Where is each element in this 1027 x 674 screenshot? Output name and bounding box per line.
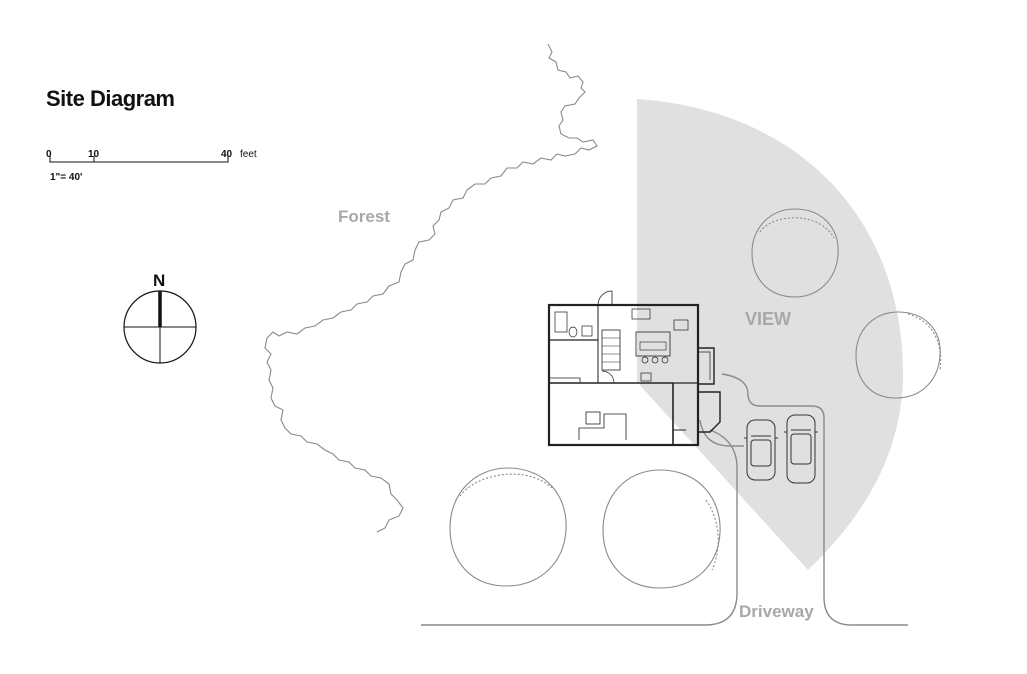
driveway-label: Driveway	[739, 602, 814, 621]
driveway	[421, 373, 908, 626]
tree-east	[855, 311, 942, 399]
tree-south-left	[449, 467, 567, 587]
scale-tick-0: 0	[46, 149, 52, 160]
forest-label: Forest	[338, 207, 390, 226]
scale-unit: feet	[240, 149, 257, 160]
north-label: N	[153, 271, 165, 290]
scale-tick-40: 40	[221, 149, 233, 160]
tree-northeast	[751, 208, 839, 298]
view-cone	[637, 99, 904, 570]
scale-ratio: 1"= 40'	[50, 172, 82, 183]
scale-tick-10: 10	[88, 149, 100, 160]
forest-edge	[264, 43, 598, 533]
building-floor-plan	[547, 290, 721, 447]
tree-south-right	[602, 469, 721, 589]
page-title: Site Diagram	[46, 86, 175, 111]
view-label: VIEW	[745, 309, 791, 329]
car-right	[784, 414, 818, 484]
scale-bar: 0 10 40 feet 1"= 40'	[46, 149, 257, 183]
car-left	[744, 419, 778, 481]
north-compass: N	[123, 271, 197, 364]
